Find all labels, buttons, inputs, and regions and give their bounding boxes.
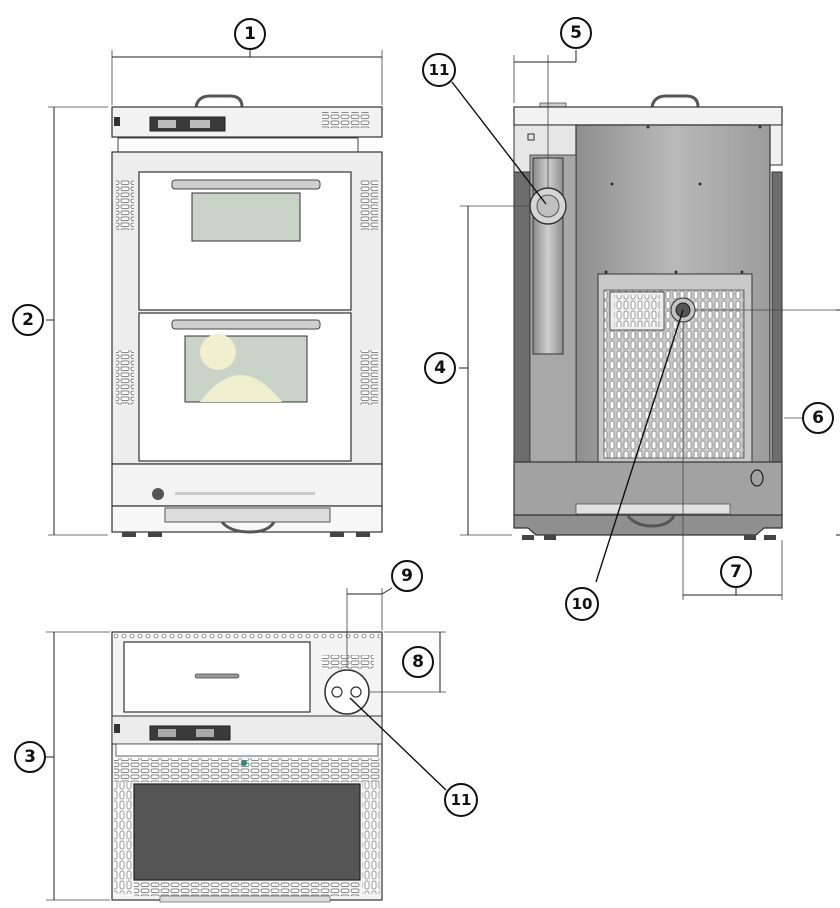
front-view <box>111 94 383 537</box>
callout-6: 6 <box>802 402 834 434</box>
svg-text:3: 3 <box>24 747 36 767</box>
callout-3: 3 <box>14 741 46 773</box>
svg-text:4: 4 <box>434 358 446 378</box>
callout-9: 9 <box>391 560 423 592</box>
svg-text:10: 10 <box>572 595 593 613</box>
svg-text:8: 8 <box>412 652 424 672</box>
svg-text:9: 9 <box>401 566 413 586</box>
callout-4: 4 <box>424 352 456 384</box>
dimension-7 <box>682 322 783 600</box>
dimension-1 <box>111 50 383 105</box>
dimension-4 <box>459 205 530 536</box>
svg-text:2: 2 <box>22 310 34 330</box>
dimension-8 <box>370 631 446 693</box>
leader-10 <box>595 309 684 583</box>
svg-text:11: 11 <box>451 791 472 809</box>
svg-text:7: 7 <box>730 562 742 582</box>
dimension-5 <box>513 50 577 188</box>
callout-10: 10 <box>565 587 599 621</box>
dimension-3 <box>46 631 110 901</box>
callout-11-bottom: 11 <box>444 783 478 817</box>
dimension-2 <box>46 106 108 536</box>
callout-11-top: 11 <box>422 53 456 87</box>
callout-2: 2 <box>12 304 44 336</box>
svg-text:1: 1 <box>244 24 256 44</box>
callout-5: 5 <box>560 17 592 49</box>
callout-8: 8 <box>402 646 434 678</box>
top-view <box>111 631 383 903</box>
leader-11-bottom <box>349 697 447 791</box>
callout-1: 1 <box>234 18 266 50</box>
svg-text:11: 11 <box>429 61 450 79</box>
leader-11-top <box>451 81 547 205</box>
callout-7: 7 <box>720 556 752 588</box>
svg-text:5: 5 <box>570 23 582 43</box>
side-view <box>513 94 783 540</box>
dimension-9 <box>346 587 393 668</box>
svg-text:6: 6 <box>812 408 824 428</box>
